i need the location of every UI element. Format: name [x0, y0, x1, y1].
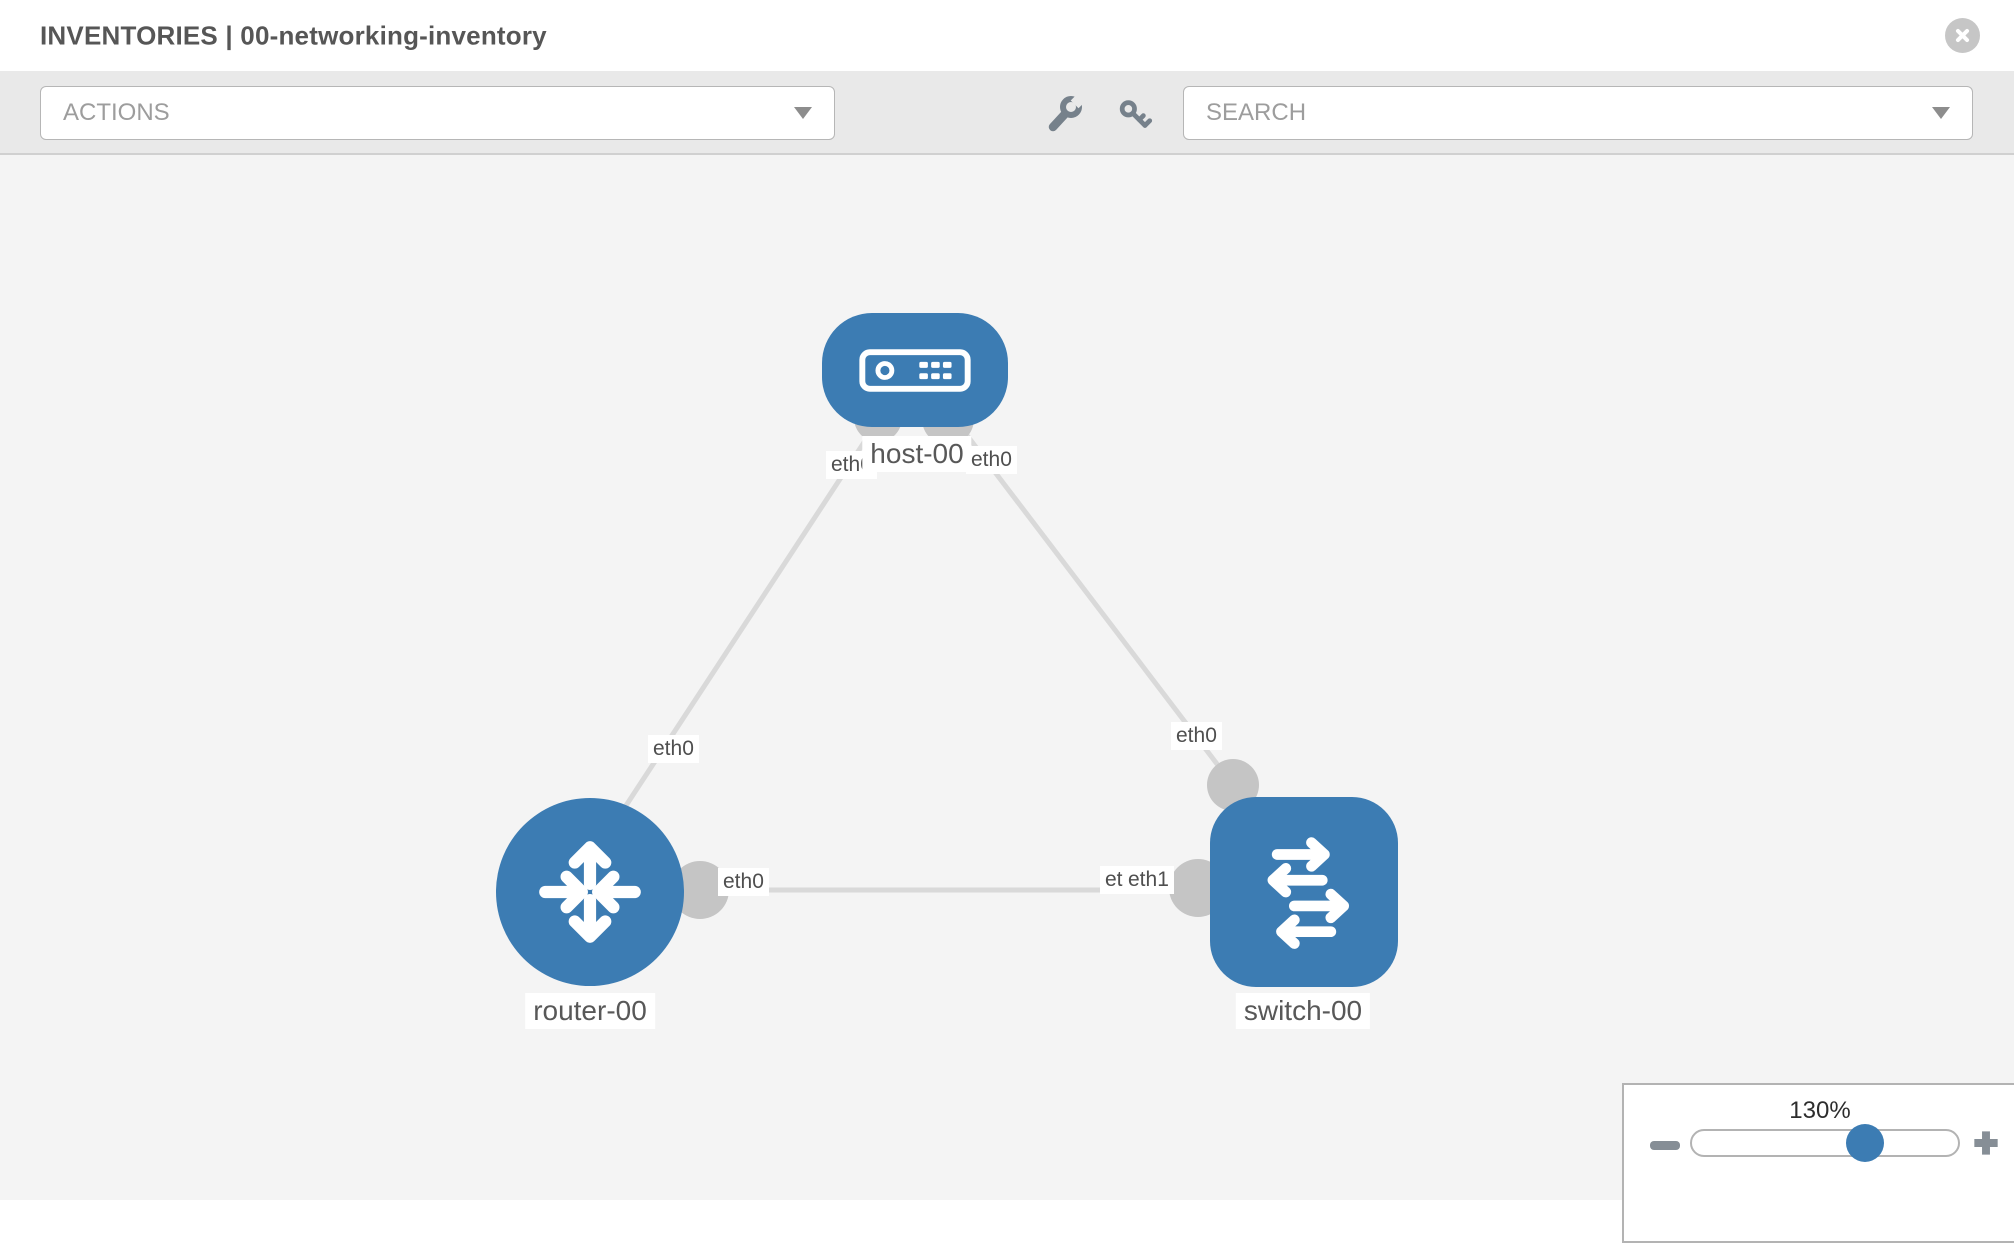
node-switch[interactable] — [1210, 797, 1398, 987]
node-router[interactable] — [496, 798, 684, 986]
zoom-level-label: 130% — [1789, 1097, 1851, 1124]
topology-links-layer — [607, 393, 1259, 919]
link-host-router — [607, 416, 883, 832]
header: INVENTORIES | 00-networking-inventory — [0, 0, 2014, 71]
search-dropdown[interactable]: SEARCH — [1183, 86, 1973, 140]
actions-dropdown[interactable]: ACTIONS — [40, 86, 835, 140]
plus-icon — [1974, 1131, 1998, 1155]
host-icon — [859, 348, 971, 392]
key-icon — [1119, 100, 1153, 128]
toolbar: ACTIONS SEARCH — [0, 71, 2014, 155]
tools-button[interactable] — [1043, 93, 1087, 137]
zoom-out-button[interactable] — [1650, 1131, 1686, 1159]
interface-label: eth0 — [648, 735, 699, 763]
actions-dropdown-label: ACTIONS — [63, 99, 170, 126]
node-label-router: router-00 — [525, 993, 655, 1029]
chevron-down-icon — [1932, 107, 1950, 119]
interface-label: eth0 — [1171, 722, 1222, 750]
topology-canvas[interactable]: eth0 eth0 eth0 eth0 eth0 eth0 eth1 host-… — [0, 155, 2014, 1243]
node-label-switch: switch-00 — [1235, 993, 1371, 1029]
chevron-down-icon — [794, 107, 812, 119]
interface-label: eth1 — [1123, 866, 1174, 894]
node-host[interactable] — [822, 313, 1008, 427]
zoom-slider-handle[interactable] — [1846, 1124, 1884, 1162]
wrench-icon — [1048, 95, 1085, 132]
minus-icon — [1650, 1140, 1680, 1150]
node-label-host: host-00 — [862, 436, 972, 472]
zoom-panel: 130% — [1622, 1083, 2014, 1243]
close-button[interactable] — [1945, 18, 1980, 53]
router-icon — [539, 841, 641, 943]
interface-dot — [671, 861, 729, 919]
interface-label: eth0 — [718, 868, 769, 896]
page-title: INVENTORIES | 00-networking-inventory — [40, 20, 547, 50]
zoom-in-button[interactable] — [1970, 1129, 2002, 1157]
switch-icon — [1267, 837, 1350, 949]
x-circle-icon — [1955, 28, 1970, 43]
search-dropdown-label: SEARCH — [1206, 99, 1307, 126]
credentials-button[interactable] — [1113, 93, 1157, 137]
zoom-slider-track[interactable] — [1690, 1129, 1960, 1157]
interface-label: eth0 — [966, 446, 1017, 474]
